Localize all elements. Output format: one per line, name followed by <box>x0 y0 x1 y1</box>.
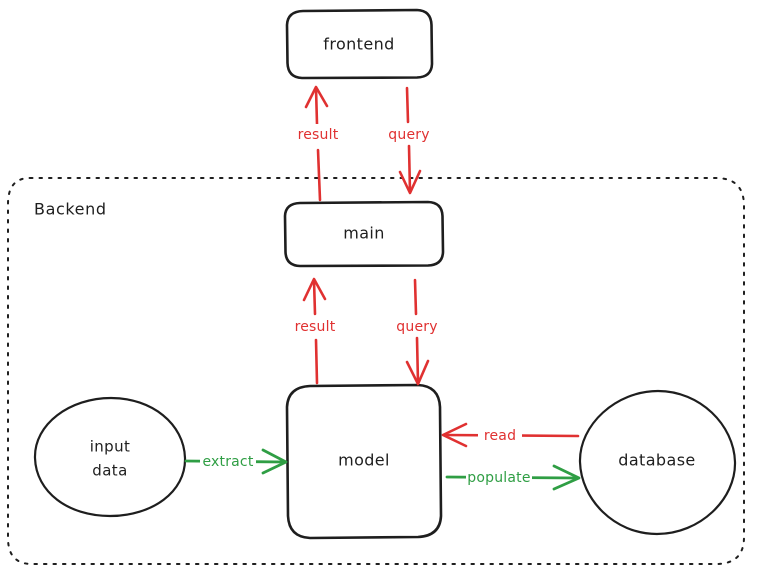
read-label-bg <box>478 426 522 445</box>
frontend-label: frontend <box>323 35 394 54</box>
node-model[interactable]: model <box>285 383 443 540</box>
edge-main-to-model: query <box>392 278 442 386</box>
input-data-label-line1: input <box>90 438 131 456</box>
node-main[interactable]: main <box>283 200 445 268</box>
input-data-ellipse-outline <box>33 396 187 518</box>
database-label: database <box>618 451 695 470</box>
frontend-box-outline <box>285 8 434 80</box>
main-box-outline <box>283 200 445 268</box>
node-input-data[interactable]: input data <box>33 396 187 518</box>
node-frontend[interactable]: frontend <box>285 8 434 80</box>
populate-arrow-head <box>552 464 581 491</box>
backend-group-label: Backend <box>34 200 107 219</box>
result-arrow-upper-head <box>304 85 329 109</box>
edge-input-to-model: extract <box>184 448 288 475</box>
edge-label-result-lower: result <box>295 319 336 335</box>
edge-label-result-upper: result <box>298 127 339 143</box>
edge-label-query-lower: query <box>396 319 437 335</box>
read-arrow-head <box>441 422 468 448</box>
edge-main-to-frontend: result <box>292 85 344 202</box>
database-ellipse-outline <box>578 389 737 536</box>
query-arrow-lower-line <box>413 278 420 385</box>
extract-arrow-head <box>261 448 288 475</box>
edge-database-to-model: read <box>441 422 580 448</box>
result-arrow-upper-line <box>314 86 322 202</box>
model-box-outline <box>285 383 443 540</box>
query-arrow-upper-line <box>405 86 412 194</box>
edge-frontend-to-main: query <box>384 86 434 195</box>
result-arrow-lower-line <box>312 278 319 385</box>
edge-label-populate: populate <box>467 470 530 486</box>
query-lower-label-bg <box>392 316 442 336</box>
group-backend: Backend <box>7 177 745 565</box>
query-arrow-lower-head <box>405 359 430 386</box>
result-arrow-lower-head <box>302 277 327 302</box>
model-label: model <box>338 451 390 470</box>
backend-group-border <box>7 177 745 565</box>
edge-label-query-upper: query <box>388 127 429 143</box>
result-upper-label-bg <box>292 124 344 144</box>
edge-model-to-main: result <box>289 277 341 385</box>
edge-model-to-database: populate <box>445 464 581 491</box>
input-data-label-line2: data <box>92 462 127 480</box>
query-arrow-upper-head <box>398 169 422 195</box>
edge-label-read: read <box>484 428 516 444</box>
edge-label-extract: extract <box>202 454 253 470</box>
main-label: main <box>343 224 385 243</box>
result-lower-label-bg <box>289 316 341 336</box>
populate-label-bg <box>466 468 532 487</box>
extract-label-bg <box>200 452 256 471</box>
node-database[interactable]: database <box>578 389 737 536</box>
query-upper-label-bg <box>384 124 434 144</box>
